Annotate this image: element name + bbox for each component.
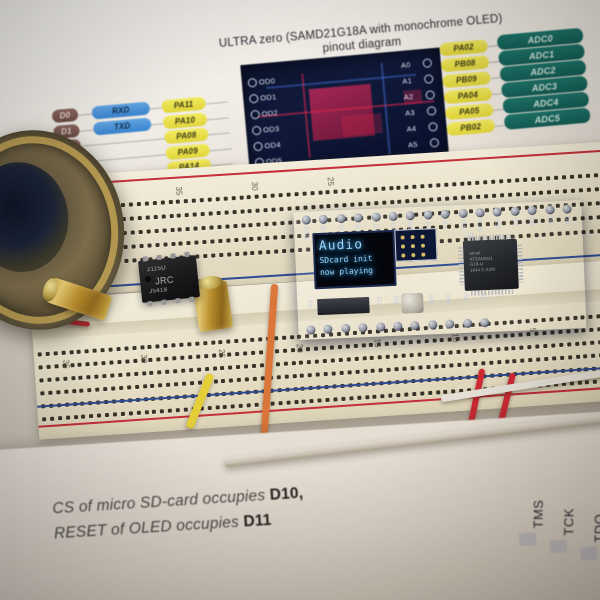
card-photo-pad-label-left: OD2	[261, 108, 279, 119]
caption-line1-bold: D10,	[269, 484, 304, 504]
breadboard-number-10: 10	[450, 332, 460, 343]
pin-label-alt-RXD-0: RXD	[91, 101, 151, 120]
header-pad-top-D7[interactable]	[510, 206, 520, 216]
pin-label-port-PA04: PA04	[443, 87, 493, 105]
pin-label-alt-TXD-1: TXD	[92, 116, 152, 136]
header-silk-top-RS: RS	[493, 218, 501, 229]
pin-label-port-PA02: PA02	[439, 39, 489, 57]
header-pad-bottom-A4[interactable]	[462, 318, 473, 329]
jtag-label-TDO: TDO	[591, 513, 600, 543]
jtag-label-TCK: TCK	[561, 508, 577, 536]
card-photo-pad-left	[253, 141, 263, 152]
breadboard-number-20: 20	[294, 343, 305, 353]
header-silk-bottom-GN: GN	[426, 294, 435, 305]
oled-line-3: now playing	[319, 265, 374, 278]
card-photo-pad-right	[422, 58, 433, 68]
pin-label-port-PA08: PA08	[163, 127, 209, 145]
oled-line-2: SDcard init	[319, 253, 373, 266]
card-photo-pad-label-right: A2	[403, 91, 414, 102]
pin-label-port-PA05: PA05	[444, 102, 494, 121]
header-pad-top-D10[interactable]	[371, 212, 381, 222]
mcu-marking-line4: 1644 C A2M	[469, 266, 495, 273]
header-pad-top-A0[interactable]	[423, 210, 433, 220]
jtag-header	[394, 228, 438, 262]
header-silk-top-GN: GN	[458, 219, 466, 231]
pin-label-port-PA11: PA11	[161, 96, 207, 114]
header-silk-top-D4: D4	[562, 215, 571, 225]
caption-text: CS of micro SD-card occupies D10, RESET …	[52, 467, 524, 546]
jtag-chip	[579, 546, 598, 561]
header-silk-top-3.3v: 3.3v	[475, 219, 484, 233]
card-photo-pad-label-right: A1	[401, 76, 413, 86]
card-photo-pad-left	[251, 125, 262, 136]
header-silk-bottom-VIN: VIN	[444, 293, 452, 306]
card-photo-pad-right	[428, 121, 438, 132]
card-photo-pad-label-left: OD3	[262, 124, 280, 135]
pin-label-port-PB02: PB02	[446, 118, 496, 137]
header-silk-bottom-TX: TX	[305, 299, 313, 309]
card-photo-pad-right	[425, 90, 436, 100]
ic-marking-line3: J5418	[148, 287, 168, 296]
card-photo-pad-left	[248, 93, 259, 104]
card-photo-pad-label-right: A3	[404, 107, 416, 118]
opamp-ic: 2115D JRC J5418	[137, 251, 201, 307]
mcu-refdes-silk: U2	[464, 232, 475, 240]
card-photo-pad-label-right: A5	[407, 139, 419, 150]
header-silk-top-5V: 5V	[441, 220, 449, 230]
breadboard-number-25: 25	[325, 176, 336, 187]
card-photo-pad-left	[247, 77, 258, 88]
ic-marking-line2: JRC	[154, 274, 175, 287]
header-pad-bottom-D2[interactable]	[375, 322, 386, 332]
header-silk-top-D7: D7	[510, 217, 519, 227]
card-photo-pad-label-right: A0	[400, 60, 412, 70]
mcu-marking: atmel ATSAMD21 G18-U 1644 C A2M	[469, 250, 495, 273]
oled-display: Audio SDcard init now playing	[312, 229, 397, 290]
header-silk-bottom-A4: A4	[461, 292, 469, 302]
jtag-chip	[549, 539, 568, 554]
card-photo-pad-label-left: OD1	[259, 92, 277, 103]
card-photo-pad-left	[250, 109, 261, 120]
header-pad-top-D5[interactable]	[544, 205, 555, 215]
jtag-chip	[518, 532, 537, 547]
header-silk-bottom-D3: D3	[392, 295, 400, 305]
pin-label-d-D0: D0	[51, 107, 79, 124]
breadboard-number-35: 35	[173, 186, 184, 196]
ultra-zero-board: PA0D13D12D11D10D9D8A05VGN3.3vRSD7D6D5D4 …	[293, 200, 587, 340]
breadboard-number-35: 35	[61, 359, 71, 369]
breadboard-number-30: 30	[249, 181, 260, 191]
header-pad-top-GN[interactable]	[458, 208, 468, 219]
samd21-mcu: atmel ATSAMD21 G18-U 1644 C A2M	[458, 234, 524, 296]
ic-marking-line1: 2115D	[146, 265, 167, 274]
header-silk-top-D6: D6	[528, 216, 536, 226]
pin-label-port-PB08: PB08	[440, 55, 490, 73]
card-photo-pad-right	[426, 106, 437, 116]
card-photo-pad-right	[423, 74, 434, 84]
oled-line-1: Audio	[318, 237, 364, 255]
header-pad-top-D12[interactable]	[336, 213, 346, 224]
caption-line2-bold: D11	[242, 511, 273, 531]
card-photo-pad-label-left: OD0	[258, 76, 276, 87]
card-photo-pad-label-left: OD4	[264, 139, 282, 151]
breadboard-number-15: 15	[372, 338, 383, 348]
header-pad-bottom-GN[interactable]	[427, 320, 438, 330]
pin-label-port-PB09: PB09	[441, 71, 491, 89]
header-silk-top-PA0: PA0	[302, 226, 310, 240]
pin-label-port-PA10: PA10	[162, 111, 208, 129]
ic-pin1-dot	[144, 275, 152, 283]
reset-button[interactable]	[400, 292, 424, 314]
header-silk-top-D5: D5	[545, 216, 553, 226]
card-photo-pad-label-right: A4	[406, 123, 417, 134]
card-photo-pad-right	[429, 137, 440, 148]
header-pad-bottom-D9[interactable]	[340, 323, 351, 334]
usb-connector	[317, 296, 370, 316]
header-silk-bottom-D2: D2	[374, 296, 383, 306]
breadboard-number-25: 25	[216, 348, 227, 359]
jtag-label-TMS: TMS	[530, 499, 546, 529]
pin-label-port-PA09: PA09	[165, 142, 211, 160]
breadboard-number-30: 30	[138, 354, 149, 364]
